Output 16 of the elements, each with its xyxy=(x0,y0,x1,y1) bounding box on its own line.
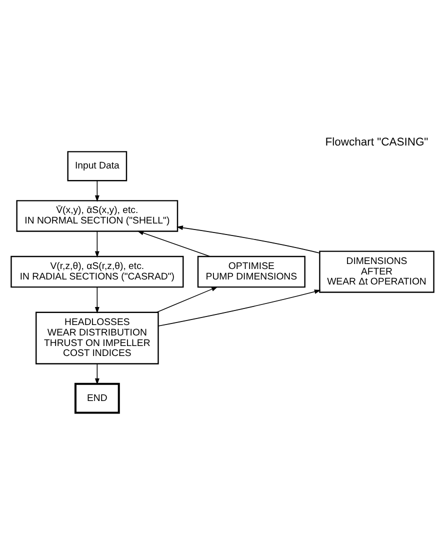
arrow xyxy=(94,286,100,314)
arrow xyxy=(94,180,100,202)
node-box: END xyxy=(74,382,120,414)
diagram-title: Flowchart "CASING" xyxy=(325,136,428,148)
node-box: Input Data xyxy=(67,151,128,182)
arrow xyxy=(176,226,320,254)
node-box: HEADLOSSES WEAR DISTRIBUTION THRUST ON IMPELLER COST INDICES xyxy=(36,312,159,364)
node-box: OPTIMISE PUMP DIMENSIONS xyxy=(197,256,306,288)
node-box: V̄(x,y), ᾱS(x,y), etc. IN NORMAL SECTION ("SHELL") xyxy=(16,200,178,232)
arrow xyxy=(158,290,321,326)
arrow xyxy=(94,364,100,385)
node-box: DIMENSIONS AFTER WEAR Δt OPERATION xyxy=(319,250,434,293)
arrow xyxy=(156,286,218,313)
node-box: V(r,z,θ), αS(r,z,θ), etc. IN RADIAL SECTIONS ("CASRAD") xyxy=(10,256,184,288)
arrow xyxy=(137,230,211,257)
arrow xyxy=(94,230,100,258)
